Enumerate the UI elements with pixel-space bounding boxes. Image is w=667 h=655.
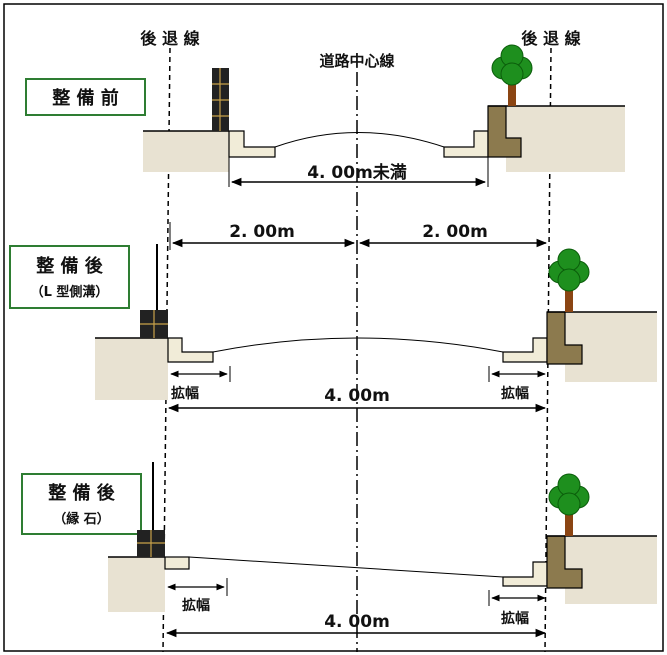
widen-label-right: 拡幅 [501, 385, 529, 402]
centerline-label: 道路中心線 [319, 52, 394, 70]
tree-icon [491, 44, 533, 86]
panel-l-gutter: 2. 00m 2. 00m 整 備 後 （L 型側溝） 拡幅 拡幅 [9, 222, 657, 413]
title-box [21, 473, 142, 535]
panel-subtitle: （縁 石） [53, 511, 110, 527]
panel-subtitle: （L 型側溝） [31, 284, 109, 300]
widen-label-right: 拡幅 [501, 610, 529, 627]
curb-left [164, 556, 190, 570]
tree-icon [548, 473, 590, 516]
panel-curb: 整 備 後 （縁 石） 拡幅 拡幅 4. 00m [21, 462, 657, 638]
gutter-right [443, 130, 489, 158]
panel-title: 整 備 後 [47, 482, 116, 504]
dimension-label: 4. 00m未満 [307, 162, 407, 183]
title-box [25, 78, 146, 116]
tree-trunk [565, 288, 573, 312]
road-surface [212, 337, 504, 353]
road-surface [188, 556, 504, 578]
tree-icon [548, 248, 590, 292]
setback-label-left: 後 退 線 [140, 29, 199, 48]
half-dim-label-left: 2. 00m [229, 222, 295, 242]
title-box [9, 245, 130, 309]
dimension-label: 4. 00m [324, 612, 390, 632]
ground-left [108, 557, 165, 612]
widen-label-left: 拡幅 [171, 385, 199, 402]
ground-left [95, 338, 168, 400]
setback-label-right: 後 退 線 [521, 29, 580, 48]
gutter-right [502, 561, 548, 587]
ground-right [488, 106, 625, 172]
tree-trunk [565, 512, 573, 536]
tree-trunk [508, 82, 516, 106]
gutter-right [502, 337, 548, 363]
panel-title: 整 備 後 [35, 255, 104, 277]
road-surface [274, 132, 445, 148]
gutter-left [228, 130, 276, 158]
outer-frame [3, 3, 664, 652]
ground-left [143, 131, 229, 172]
half-dim-label-right: 2. 00m [422, 222, 488, 242]
gutter-left [167, 337, 214, 363]
dimension-label: 4. 00m [324, 386, 390, 406]
panel-title: 整 備 前 [51, 87, 119, 109]
panel-before: 整 備 前 4. 00m未満 [25, 44, 625, 187]
widen-label-left: 拡幅 [182, 597, 210, 614]
